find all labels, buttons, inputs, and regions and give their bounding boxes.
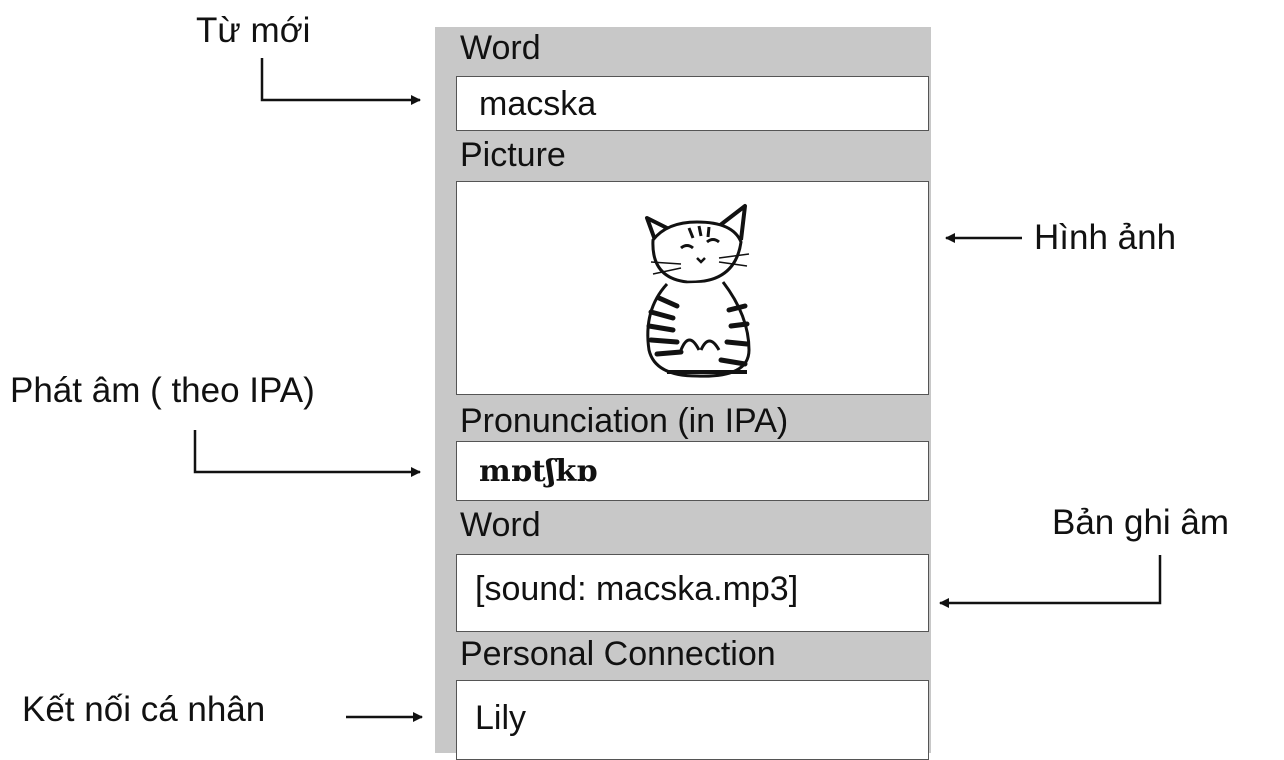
personal-connection-field[interactable]: Lily xyxy=(456,680,929,760)
annotation-personal-connection: Kết nối cá nhân xyxy=(22,690,266,729)
field-label-picture: Picture xyxy=(460,136,566,174)
field-label-sound: Word xyxy=(460,506,541,544)
picture-field[interactable] xyxy=(456,181,929,395)
field-label-personal-connection: Personal Connection xyxy=(460,635,776,673)
field-label-word: Word xyxy=(460,29,541,67)
field-label-pronunciation: Pronunciation (in IPA) xyxy=(460,402,789,440)
word-field[interactable]: macska xyxy=(456,76,929,131)
sound-value: [sound: macska.mp3] xyxy=(475,570,799,608)
cat-sketch-icon xyxy=(645,204,751,378)
sound-field[interactable]: [sound: macska.mp3] xyxy=(456,554,929,632)
word-value: macska xyxy=(479,85,597,123)
arrow-recording xyxy=(939,555,1162,608)
annotation-picture: Hình ảnh xyxy=(1034,218,1177,257)
personal-connection-value: Lily xyxy=(475,699,527,737)
annotation-pronunciation: Phát âm ( theo IPA) xyxy=(10,371,315,410)
annotation-recording: Bản ghi âm xyxy=(1052,503,1230,542)
ipa-value: mɒtʃkɒ xyxy=(479,454,598,489)
pronunciation-field[interactable]: mɒtʃkɒ xyxy=(456,441,929,501)
arrow-pronunciation xyxy=(193,430,421,477)
arrow-new-word xyxy=(260,58,421,105)
annotation-new-word: Từ mới xyxy=(196,11,311,50)
